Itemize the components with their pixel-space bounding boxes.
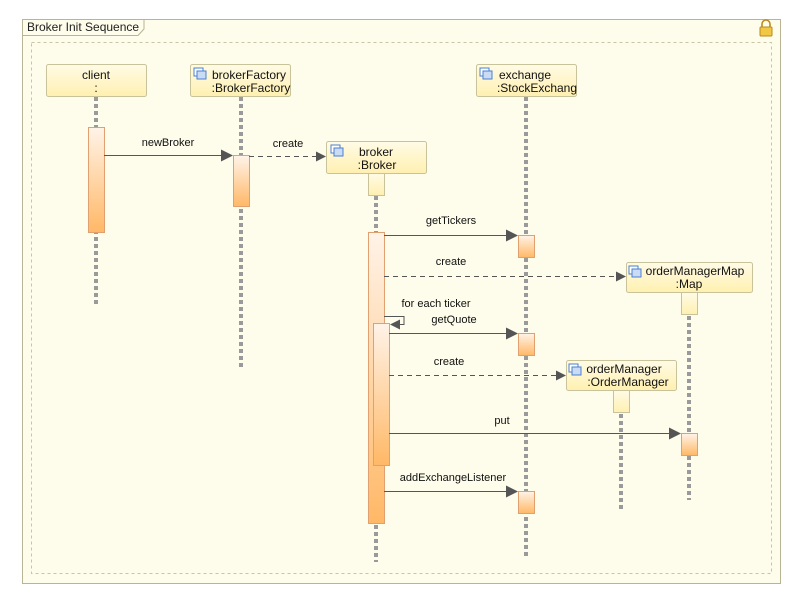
lifeline-orderManager-stub [613,390,630,413]
message-create-map[interactable]: create [384,256,626,282]
lifeline-orderManagerMap-stub [681,292,698,315]
message-addExchangeListener-label: addExchangeListener [400,472,507,484]
class-instance-icon [330,144,344,157]
lifeline-orderManagerMap-name: orderManagerMap [646,264,745,278]
message-loop-arrow[interactable] [384,316,405,330]
frame-title-tab [22,19,145,36]
message-newBroker-label: newBroker [142,137,195,149]
activation-orderManagerMap-put[interactable] [681,433,698,456]
message-put[interactable]: put [389,415,681,440]
lifeline-orderManager[interactable]: orderManager :OrderManager [566,360,677,511]
message-create-broker-label: create [273,138,304,150]
class-instance-icon [193,67,207,80]
lifeline-broker-name: broker [359,145,393,159]
lifeline-brokerFactory[interactable]: brokerFactory :BrokerFactory [190,64,291,369]
activation-client[interactable] [88,127,105,233]
activation-broker-loop[interactable] [373,323,390,466]
lifeline-client-box[interactable] [46,64,147,97]
lifeline-orderManagerMap[interactable]: orderManagerMap :Map [626,262,753,501]
activation-exchange-addExchangeListener[interactable] [518,491,535,514]
activation-exchange-getTickers[interactable] [518,235,535,258]
activation-exchange-getQuote[interactable] [518,333,535,356]
lifeline-client-name: client [82,68,111,82]
lifeline-brokerFactory-box[interactable] [190,64,291,97]
class-instance-icon [628,265,642,278]
message-getQuote-label: getQuote [431,314,476,326]
lifeline-broker-type: :Broker [358,158,397,172]
lifeline-orderManagerMap-type: :Map [676,277,703,291]
frame: Broker Init Sequence [22,19,781,584]
lifeline-orderManager-name: orderManager [586,362,661,376]
lifeline-client-type: : [94,81,97,95]
activation-brokerFactory[interactable] [233,155,250,207]
message-newBroker[interactable]: newBroker [104,137,233,162]
message-getTickers-label: getTickers [426,215,477,227]
lifeline-orderManager-type: :OrderManager [587,375,668,389]
frame-title: Broker Init Sequence [27,20,139,34]
class-instance-icon [479,67,493,80]
lock-icon[interactable] [759,19,773,37]
class-instance-icon [568,363,582,376]
message-create-om-label: create [434,356,465,368]
lifeline-brokerFactory-type: :BrokerFactory [212,81,291,95]
lifeline-exchange-name: exchange [499,68,551,82]
lifeline-exchange-type: :StockExchang [497,81,577,95]
lifeline-broker[interactable]: broker :Broker [326,141,427,563]
message-getTickers[interactable]: getTickers [384,215,518,242]
lifeline-exchange-box[interactable] [476,64,577,97]
message-create-map-label: create [436,256,467,268]
message-loop[interactable]: for each ticker [384,298,471,330]
message-getQuote[interactable]: getQuote [389,314,518,340]
lifeline-client[interactable]: client : [46,64,147,306]
lifeline-brokerFactory-name: brokerFactory [212,68,286,82]
message-put-label: put [494,415,509,427]
message-loop-label: for each ticker [401,298,470,310]
lifeline-broker-stub [368,173,385,196]
message-create-om[interactable]: create [389,356,566,381]
message-addExchangeListener[interactable]: addExchangeListener [384,472,518,498]
message-create-broker[interactable]: create [249,138,326,162]
lifeline-exchange[interactable]: exchange :StockExchang [476,64,578,559]
